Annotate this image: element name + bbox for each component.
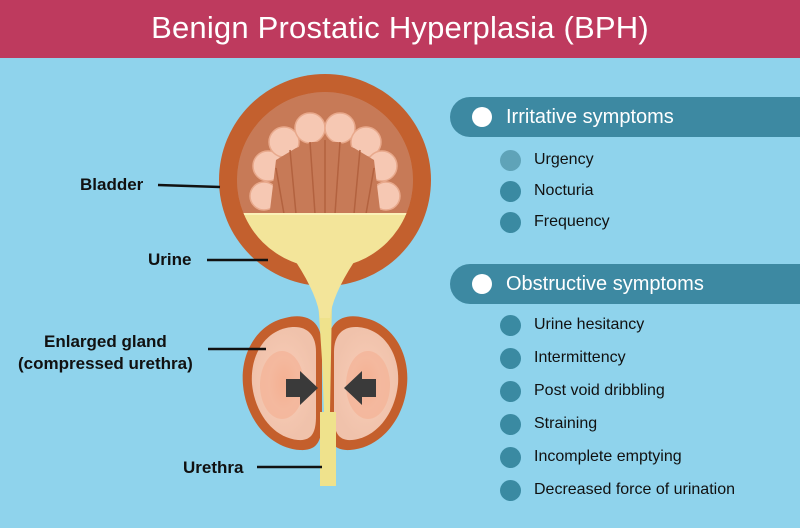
urine-label: Urine	[148, 250, 192, 269]
page-title: Benign Prostatic Hyperplasia (BPH)	[151, 10, 649, 45]
bullet-icon	[500, 447, 521, 468]
bullet-icon	[500, 212, 521, 233]
bullet-icon	[500, 150, 521, 171]
symptom-label: Straining	[534, 415, 598, 432]
bladder-folds	[237, 92, 413, 268]
gland-label-line2: (compressed urethra)	[18, 354, 193, 373]
bullet-icon	[500, 480, 521, 501]
symptom-label: Urine hesitancy	[534, 316, 645, 333]
urethra-tube	[318, 300, 336, 486]
symptom-label: Decreased force of urination	[534, 481, 735, 498]
gland-label-line1: Enlarged gland	[44, 332, 167, 351]
compression-arrows	[286, 371, 376, 405]
left-arrow-icon	[344, 371, 376, 405]
title-bar: Benign Prostatic Hyperplasia (BPH)	[0, 0, 800, 58]
obstructive-heading-pill: Obstructive symptoms	[450, 264, 800, 304]
circle-bullet-icon	[472, 107, 492, 127]
urethra-label: Urethra	[183, 458, 244, 477]
bladder-label: Bladder	[80, 175, 144, 194]
right-arrow-icon	[286, 371, 318, 405]
bullet-icon	[500, 315, 521, 336]
circle-bullet-icon	[472, 274, 492, 294]
symptom-label: Intermittency	[534, 349, 626, 366]
bph-anatomy-diagram	[157, 74, 431, 486]
symptom-label: Frequency	[534, 213, 610, 230]
irritative-heading: Irritative symptoms	[506, 106, 674, 128]
bullet-icon	[500, 181, 521, 202]
bullet-icon	[500, 348, 521, 369]
irritative-heading-pill: Irritative symptoms	[450, 97, 800, 137]
leader-lines	[157, 183, 322, 469]
symptom-label: Urgency	[534, 151, 594, 168]
symptom-label: Incomplete emptying	[534, 448, 682, 465]
symptom-label: Post void dribbling	[534, 382, 665, 399]
bullet-icon	[500, 414, 521, 435]
symptom-label: Nocturia	[534, 182, 594, 199]
obstructive-heading: Obstructive symptoms	[506, 273, 704, 295]
urine-fill	[237, 214, 413, 268]
bullet-icon	[500, 381, 521, 402]
